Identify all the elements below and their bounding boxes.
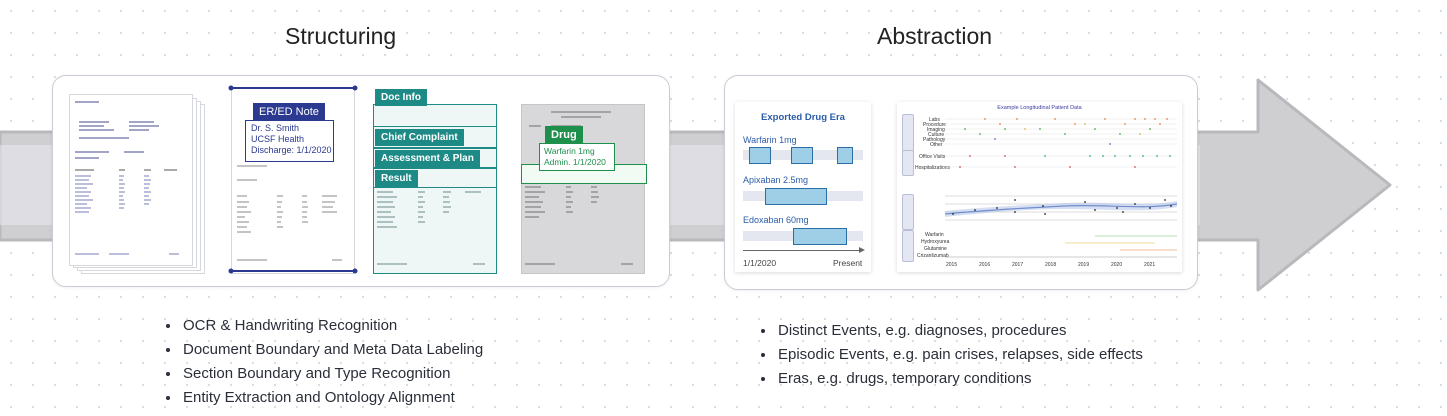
year-2015: 2015 — [946, 262, 958, 268]
er-note-doctor: Dr. S. Smith — [251, 123, 300, 133]
drug-era-bar-warfarin-2 — [791, 147, 813, 164]
row-label-culture: Culture — [928, 132, 945, 138]
document-text-scribbles — [75, 101, 179, 255]
drug-name: Warfarin 1mg — [544, 146, 595, 156]
year-2019: 2019 — [1078, 262, 1090, 268]
bullet-entity-extraction: Entity Extraction and Ontology Alignment — [181, 386, 483, 410]
panel-label-eeg-labs — [902, 194, 914, 230]
stacked-document — [69, 94, 193, 266]
er-note-boundary-lines — [228, 85, 358, 274]
drug-era-bar-edoxaban — [793, 228, 847, 245]
section-chief-complaint — [373, 126, 497, 148]
section-result — [373, 168, 497, 188]
structuring-bullets: OCR & Handwriting Recognition Document B… — [163, 314, 483, 410]
panel-label-med-records — [902, 114, 914, 152]
abstraction-bullets: Distinct Events, e.g. diagnoses, procedu… — [758, 319, 1143, 391]
drug-meta-box: Warfarin 1mg Admin. 1/1/2020 — [539, 143, 615, 171]
drug-era-label-apixaban: Apixaban 2.5mg — [743, 175, 809, 185]
year-2018: 2018 — [1045, 262, 1057, 268]
er-note-tag: ER/ED Note — [253, 103, 325, 121]
bullet-episodic-events: Episodic Events, e.g. pain crises, relap… — [776, 343, 1143, 367]
drug-admin-date: Admin. 1/1/2020 — [544, 156, 606, 167]
drug-tag: Drug — [545, 126, 583, 144]
drug-document — [521, 104, 645, 274]
longitudinal-panel: Example Longitudinal Patient Data Labs P… — [897, 102, 1182, 272]
bullet-section-boundary: Section Boundary and Type Recognition — [181, 362, 483, 386]
drug-era-axis-arrow — [859, 247, 865, 253]
row-label-hospitalizations: Hospitalizations — [915, 165, 951, 171]
abstraction-title: Abstraction — [877, 23, 993, 49]
year-2020: 2020 — [1111, 262, 1123, 268]
year-2017: 2017 — [1012, 262, 1024, 268]
er-note-meta-box: Dr. S. Smith UCSF Health Discharge: 1/1/… — [245, 120, 334, 162]
drug-era-axis — [743, 250, 861, 251]
drug-era-bar-warfarin-1 — [749, 147, 771, 164]
drug-era-bar-apixaban — [765, 188, 827, 205]
section-assessment-plan-label: Assessment & Plan — [375, 150, 480, 167]
er-note-discharge: Discharge: 1/1/2020 — [251, 145, 332, 155]
panel-label-epis-tx — [902, 230, 914, 262]
year-2016: 2016 — [979, 262, 991, 268]
row-label-office-visits: Office Visits — [919, 154, 946, 160]
panel-label-visits — [902, 150, 914, 176]
section-result-label: Result — [375, 170, 418, 187]
abstraction-card: Exported Drug Era Warfarin 1mg Apixaban … — [724, 75, 1198, 290]
drug-era-axis-start: 1/1/2020 — [743, 258, 777, 268]
longitudinal-plot — [945, 118, 1177, 258]
section-chief-complaint-label: Chief Complaint — [375, 129, 464, 146]
structuring-title: Structuring — [285, 23, 397, 49]
row-label-other: Other — [930, 142, 943, 148]
bullet-document-boundary: Document Boundary and Meta Data Labeling — [181, 338, 483, 362]
row-label-crizanlizumab: Crizanlizumab — [917, 253, 949, 259]
doc-info-text-scribbles — [377, 191, 485, 265]
row-label-warfarin: Warfarin — [925, 232, 944, 238]
row-label-labs: Labs — [929, 117, 940, 123]
row-label-hydroxyurea: Hydroxyurea — [921, 239, 950, 245]
bullet-ocr: OCR & Handwriting Recognition — [181, 314, 483, 338]
er-note-facility: UCSF Health — [251, 134, 305, 144]
section-assessment-plan — [373, 148, 497, 168]
doc-info-tag: Doc Info — [375, 89, 427, 106]
row-label-pathology: Pathology — [923, 137, 946, 143]
longitudinal-title: Example Longitudinal Patient Data — [997, 105, 1082, 111]
drug-era-label-edoxaban: Edoxaban 60mg — [743, 215, 809, 225]
bullet-eras: Eras, e.g. drugs, temporary conditions — [776, 367, 1143, 391]
structuring-card: ER/ED Note Dr. S. Smith UCSF Health Disc… — [52, 75, 670, 287]
bullet-distinct-events: Distinct Events, e.g. diagnoses, procedu… — [776, 319, 1143, 343]
drug-era-panel: Exported Drug Era Warfarin 1mg Apixaban … — [735, 102, 871, 272]
drug-era-axis-end: Present — [833, 258, 863, 268]
drug-era-title: Exported Drug Era — [761, 112, 845, 123]
drug-era-label-warfarin: Warfarin 1mg — [743, 135, 797, 145]
row-label-procedure: Procedure — [923, 122, 947, 128]
drug-era-bar-warfarin-3 — [837, 147, 853, 164]
row-label-imaging: Imaging — [927, 127, 945, 133]
year-2021: 2021 — [1144, 262, 1156, 268]
row-label-glutamine: Glutamine — [924, 246, 947, 252]
